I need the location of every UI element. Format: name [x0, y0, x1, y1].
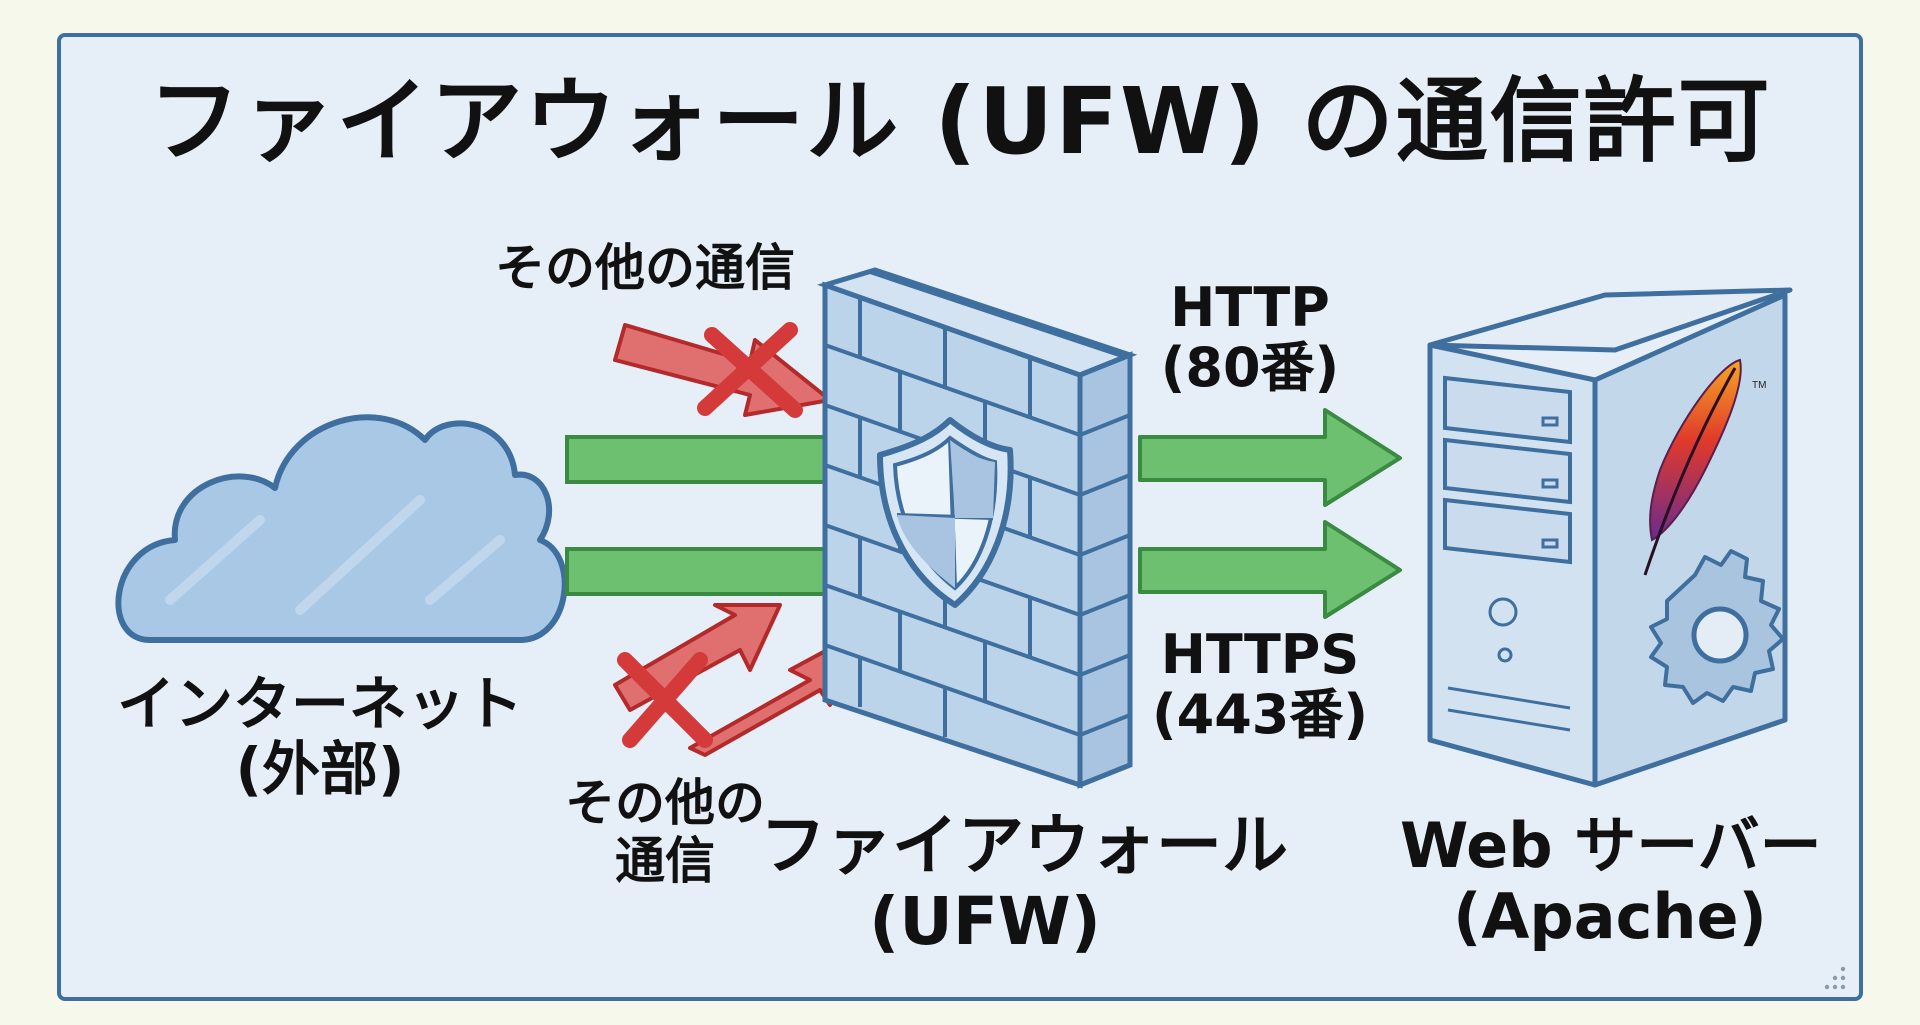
server-name: Web サーバー	[1400, 809, 1822, 882]
internet-sub: (外部)	[235, 734, 405, 803]
https-label: HTTPS (443番)	[1130, 623, 1390, 747]
server-sub: (Apache)	[1453, 880, 1767, 954]
server-label: Web サーバー (Apache)	[1400, 809, 1822, 954]
blocked-label-top: その他の通信	[495, 239, 795, 297]
firewall-label: ファイアウォール (UFW)	[760, 807, 1288, 960]
blocked-label-bottom-line2: 通信	[615, 831, 715, 890]
blocked-arrow-top	[613, 322, 832, 418]
cloud-icon	[115, 414, 568, 643]
apache-feather-icon: TM	[1643, 358, 1766, 576]
gear-icon	[1649, 549, 1785, 705]
allowed-arrow-https	[1138, 520, 1402, 619]
watermark-dots-icon	[1824, 966, 1846, 990]
blocked-label-bottom-line1: その他の	[565, 774, 765, 832]
https-protocol: HTTPS	[1160, 623, 1360, 686]
http-port: (80番)	[1160, 336, 1340, 400]
svg-text:TM: TM	[1752, 380, 1766, 391]
blocked-label-bottom: その他の 通信	[565, 774, 765, 890]
allowed-flow-left-1	[565, 435, 864, 484]
firewall-sub: (UFW)	[869, 882, 1101, 960]
http-protocol: HTTP	[1170, 276, 1330, 339]
https-port: (443番)	[1151, 683, 1369, 747]
blocked-x-icon	[697, 322, 803, 418]
http-label: HTTP (80番)	[1130, 276, 1370, 400]
internet-label: インターネット (外部)	[110, 672, 530, 802]
firewall-name: ファイアウォール	[760, 807, 1288, 884]
shield-icon	[877, 417, 1014, 608]
internet-name: インターネット	[116, 670, 523, 738]
diagram-title: ファイアウォール (UFW) の通信許可	[148, 68, 1772, 175]
blocked-x-icon	[617, 652, 713, 748]
allowed-arrow-http	[1138, 408, 1402, 507]
allowed-flow-left-2	[565, 547, 864, 596]
